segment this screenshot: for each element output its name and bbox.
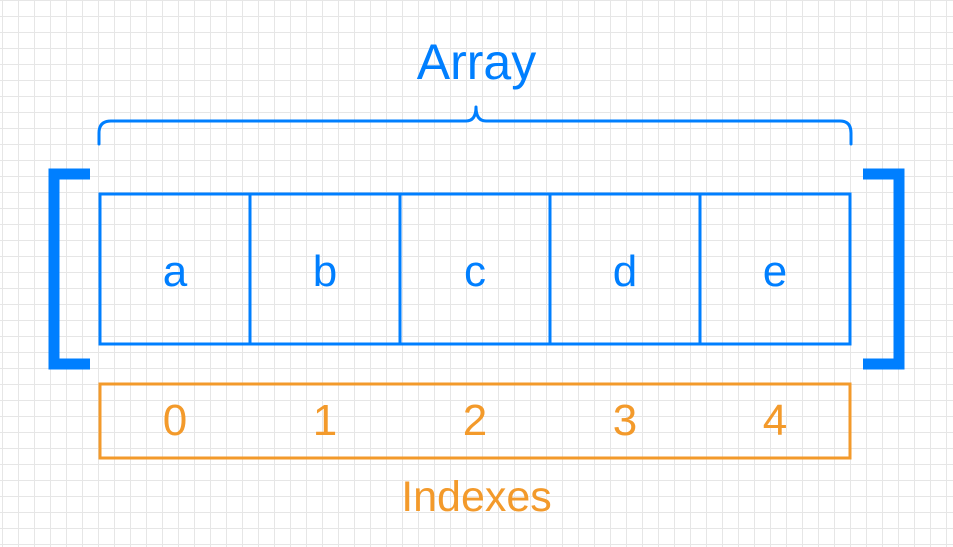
array-index: 4 [762, 395, 788, 445]
array-element: b [312, 247, 338, 296]
array-index: 0 [162, 395, 188, 445]
array-title: Array [416, 34, 537, 90]
left-square-bracket [48, 168, 90, 370]
array-index: 3 [612, 395, 638, 445]
indexes-title: Indexes [401, 473, 552, 521]
array-index: 2 [462, 395, 488, 445]
right-square-bracket [863, 168, 905, 370]
array-element: d [612, 247, 638, 296]
array-element: c [464, 247, 486, 296]
array-index: 1 [312, 395, 338, 445]
array-cells-border [98, 192, 852, 346]
array-curly-brace [97, 105, 853, 146]
array-element: e [762, 247, 788, 296]
array-element: a [162, 247, 188, 296]
index-box-border [98, 382, 852, 460]
